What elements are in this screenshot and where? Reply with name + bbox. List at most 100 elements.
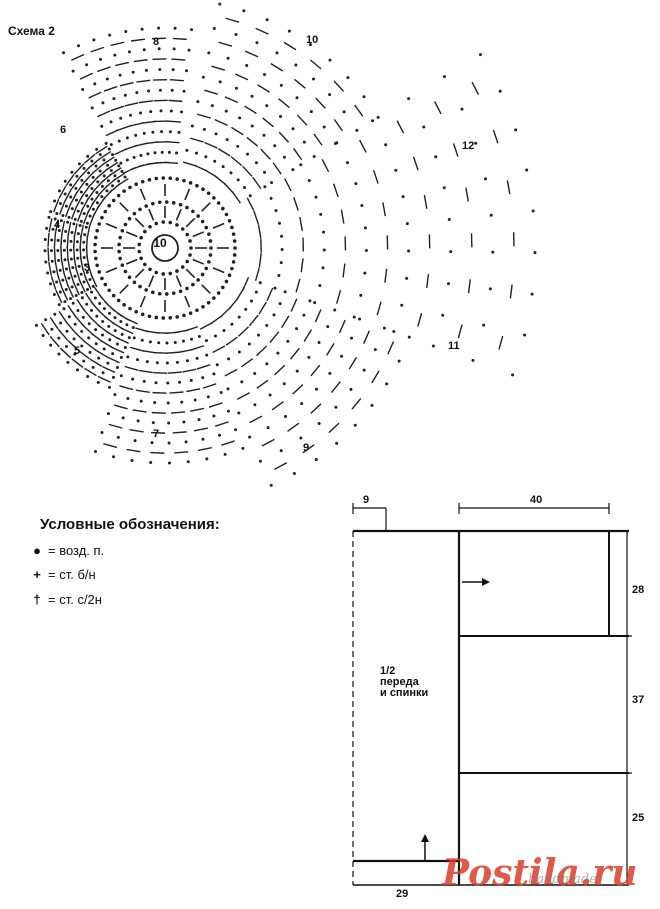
chain-dot [76,44,80,48]
chain-dot [196,278,200,282]
chain-dot [204,225,209,230]
chain-dot [87,171,91,175]
chain-dot [309,110,313,114]
chain-dot [94,164,98,168]
stitch [284,178,292,192]
stitch [214,118,228,126]
chain-dot [75,248,79,252]
chain-dot [90,197,94,201]
chain-dot [81,315,85,319]
stitch [242,277,250,291]
chain-dot [82,166,86,170]
stitch [204,89,218,95]
stitch [194,164,208,172]
stitch [83,171,94,184]
chain-dot [219,390,223,394]
chain-dot [142,379,146,383]
chain-dot [138,207,142,212]
stitch [90,46,105,53]
chain-dot [168,130,172,134]
chain-dot [471,358,475,362]
chain-dot [249,299,253,303]
stitch [154,351,169,354]
chain-dot [117,164,121,168]
stitch [148,275,155,288]
chain-dot [270,181,274,185]
chain-dot [58,268,62,272]
chain-dot [182,420,186,424]
chain-dot [126,355,130,359]
chain-dot [225,138,229,142]
stitch [52,198,60,213]
chain-dot [114,158,118,162]
chain-dot [142,131,146,135]
chain-dot [71,301,75,305]
chain-dot [50,327,54,331]
chain-dot [167,441,171,445]
chain-dot [90,159,94,163]
stitch [292,384,304,395]
stitch [58,310,68,324]
stitch [189,137,204,143]
stitch [95,145,108,155]
stitch [225,17,240,23]
chain-dot [53,312,57,316]
chain-dot [116,193,121,198]
chain-dot [269,483,273,487]
chain-dot [193,398,197,402]
stitch [102,156,115,166]
chain-dot [88,214,92,218]
chain-dot [78,224,82,228]
chain-dot [474,141,478,145]
chain-dot [231,232,236,236]
stitch [47,247,50,262]
chain-dot [123,346,127,350]
chain-dot [525,168,529,172]
round-label-7: 7 [153,428,160,440]
chain-dot [488,287,492,291]
chain-dot [49,210,53,214]
stitch [197,447,212,452]
chain-dot [115,342,119,346]
chain-dot [140,27,144,31]
stitch [372,170,379,184]
chain-dot [100,195,104,199]
chain-dot [62,248,66,252]
stitch [492,129,499,144]
chain-dot [265,323,269,327]
chain-dot [148,224,152,229]
chain-dot [107,147,111,151]
stitch [77,349,90,360]
chain-dot [123,93,127,97]
stitch [74,332,86,343]
chain-dot [190,337,194,341]
chain-dot [255,41,259,45]
chain-dot [153,401,157,405]
chain-dot [65,267,69,271]
chain-dot [236,178,240,182]
chain-dot [207,260,211,264]
stitch [150,451,165,454]
chain-dot [224,212,229,217]
chain-dot [117,139,121,143]
chain-dot [405,276,409,280]
chain-dot [127,275,132,280]
stitch [293,78,306,89]
stitch [165,141,180,144]
stitch [61,220,66,235]
stitch [125,258,138,265]
chain-dot [442,186,446,190]
chain-dot [185,232,190,237]
chain-dot [79,272,83,276]
chain-dot [213,159,217,163]
chain-dot [58,202,62,206]
chain-dot [328,93,332,97]
chain-dot [157,26,161,30]
chain-dot [181,339,185,343]
chain-dot [43,249,47,253]
chain-dot [147,177,152,182]
chain-dot [254,161,258,165]
chain-dot [82,255,86,259]
chain-dot [91,365,95,369]
stitch [96,168,109,179]
